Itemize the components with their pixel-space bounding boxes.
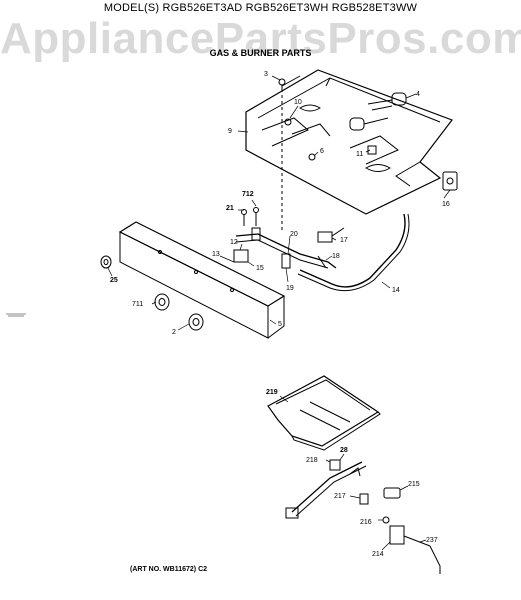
broiler-burner: [285, 459, 367, 519]
callout-14: 14: [392, 287, 400, 294]
callout-20: 20: [290, 231, 298, 238]
broiler-valve-assembly: [359, 487, 441, 574]
callout-215: 215: [408, 481, 420, 488]
callout-217: 217: [334, 493, 346, 500]
burner-valve-top: [367, 92, 407, 111]
callout-218: 218: [306, 457, 318, 464]
art-number: (ART NO. WB11672) C2: [130, 566, 208, 573]
callout-11: 11: [356, 151, 363, 158]
callout-711: 711: [132, 301, 143, 308]
callout-21: 21: [226, 205, 234, 212]
callout-leaders: [107, 75, 451, 551]
model-header: MODEL(S) RGB526ET3AD RGB526ET3WH RGB528E…: [103, 2, 418, 14]
callout-3: 3: [264, 71, 268, 78]
callout-28: 28: [340, 447, 348, 454]
callout-19: 19: [286, 285, 294, 292]
callout-5: 5: [278, 321, 282, 328]
callout-12: 12: [230, 239, 238, 246]
callout-labels: 3 4 10 9 6 11 16 712 21 12 20 17 13 15 1…: [110, 71, 450, 558]
callout-6: 6: [320, 148, 324, 155]
small-parts-712: [241, 207, 259, 226]
manifold-panel: [118, 221, 286, 339]
callout-16: 16: [442, 201, 450, 208]
callout-216: 216: [360, 519, 372, 526]
callout-712: 712: [242, 191, 254, 198]
callout-17: 17: [340, 237, 348, 244]
callout-214: 214: [372, 551, 384, 558]
section-title: GAS & BURNER PARTS: [209, 48, 312, 58]
valve-16: [442, 171, 458, 191]
callout-4: 4: [416, 91, 420, 98]
knob-25: [100, 255, 112, 269]
burner-box: [245, 69, 453, 215]
callout-237: 237: [426, 537, 438, 544]
burner-valve-mid: [349, 117, 389, 131]
small-parts-top: [278, 78, 377, 161]
scan-mark: [6, 313, 26, 317]
gas-tube-14: [297, 213, 410, 292]
callout-2: 2: [172, 329, 176, 336]
callout-13: 13: [212, 251, 220, 258]
callout-219: 219: [266, 389, 278, 396]
broiler-baffle: [267, 375, 381, 451]
callout-25: 25: [110, 277, 118, 284]
callout-10: 10: [294, 99, 302, 106]
knob-711: [154, 293, 170, 311]
watermark: AppliancePartsPros.com: [0, 14, 521, 63]
callout-18: 18: [332, 253, 340, 260]
callout-15: 15: [256, 265, 264, 272]
callout-9: 9: [228, 128, 232, 135]
knob-2: [188, 313, 204, 331]
